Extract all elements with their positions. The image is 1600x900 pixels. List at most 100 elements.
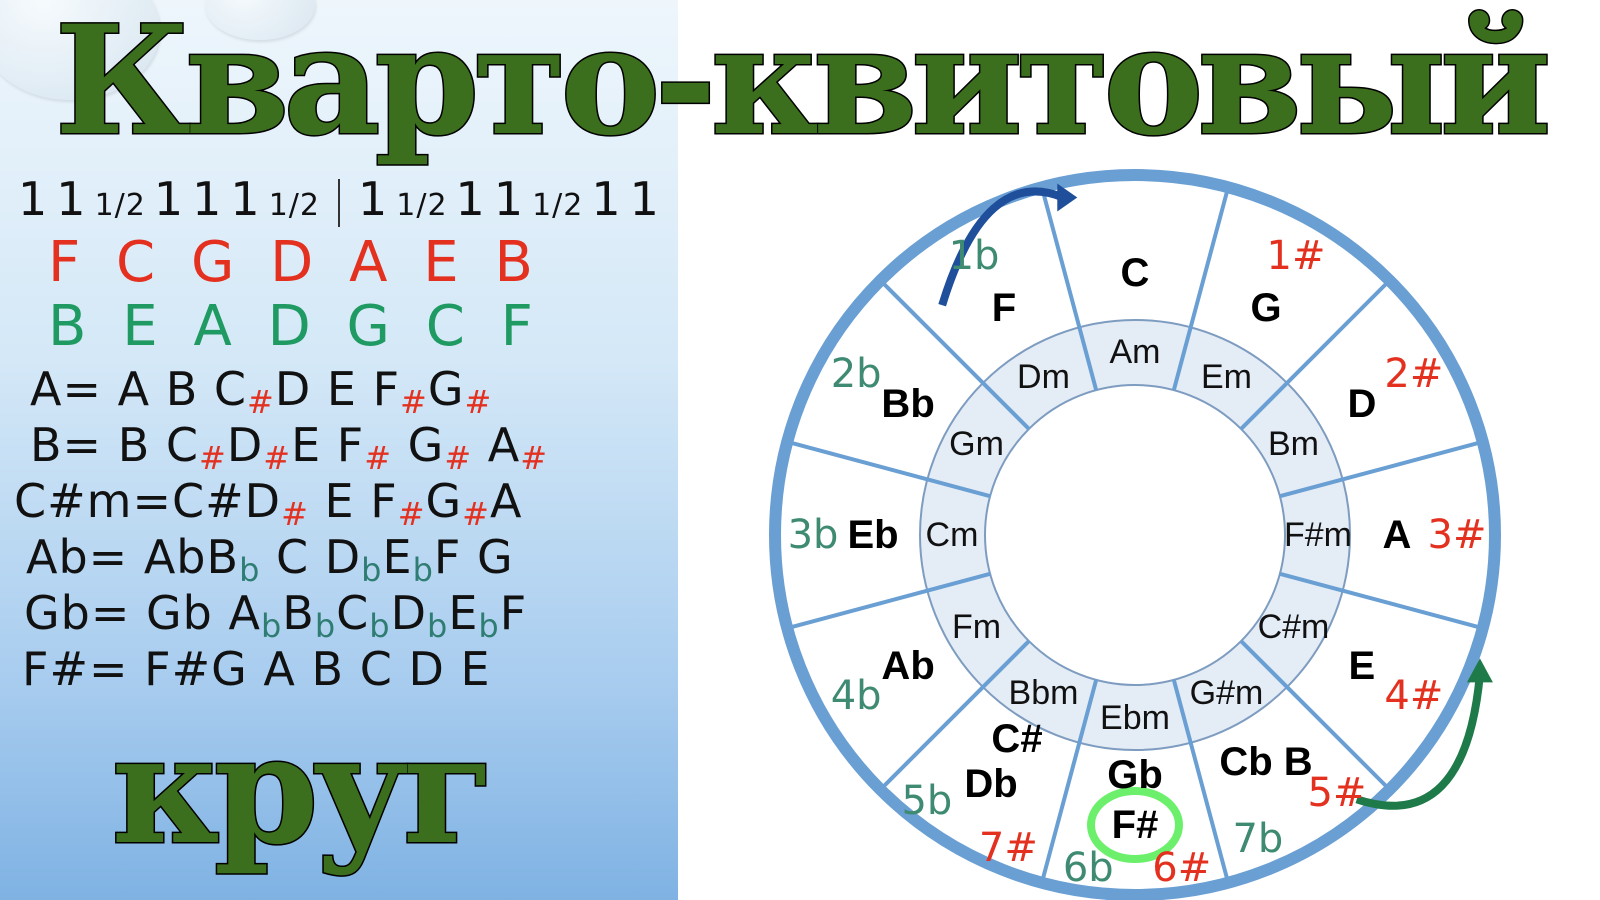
scale-text: F (499, 586, 528, 640)
major-key-label: F# (1111, 803, 1159, 847)
scale-text: A (472, 418, 521, 472)
major-key-label: A (1382, 513, 1412, 557)
scale-text: Ab= AbB (26, 530, 240, 584)
minor-key-label: Bm (1267, 424, 1319, 463)
minor-key-label: Dm (1017, 357, 1070, 396)
interval: 1 (230, 172, 261, 226)
segment-divider (1279, 440, 1480, 499)
interval: 1 (56, 172, 87, 226)
major-key-label: F (991, 286, 1017, 331)
scale-text: D E F (274, 362, 401, 416)
flat-count-label: 4b (830, 673, 882, 719)
major-key-label: Gb (1107, 753, 1163, 797)
title-line1: Кварто-квитовый (53, 0, 1553, 169)
note: F (48, 230, 82, 295)
major-key-label: C# (991, 717, 1043, 762)
scale-text: B= B C (30, 418, 200, 472)
segment-divider (1279, 571, 1480, 630)
minor-key-label: Gm (949, 424, 1004, 463)
interval: 1 (591, 172, 622, 226)
segment-divider (1171, 679, 1230, 880)
major-key-label: E (1348, 644, 1376, 688)
scale-text: G (427, 362, 465, 416)
interval: 1 (153, 172, 185, 226)
scale-line: Ab= AbBb C DbEbF G (26, 530, 514, 597)
scale-text: E (382, 530, 413, 584)
scale-text: A (30, 362, 63, 416)
note: F (500, 294, 534, 359)
segment-divider (1040, 679, 1099, 880)
scale-text: E F (291, 418, 365, 472)
scale-text: # (400, 383, 428, 421)
minor-key-label: Em (1201, 357, 1252, 396)
interval: 1 (357, 172, 389, 226)
note: D (270, 230, 315, 295)
major-key-label: Cb B (1219, 739, 1313, 784)
sharp-count-label: 1# (1266, 233, 1326, 280)
note: E (122, 294, 159, 359)
scale-text: E F (308, 474, 398, 528)
sharp-order: F C G D A E B (48, 232, 534, 294)
scale-text: # (520, 439, 549, 477)
scale-text: b (369, 607, 391, 645)
sharp-count-label: 5# (1307, 770, 1367, 817)
scale-text: D (390, 586, 427, 640)
fraction: 1/2 (268, 188, 320, 223)
scale-line: Gb= Gb AbBbCbDbEbF (24, 586, 527, 653)
curved-arrow-icon (938, 187, 1065, 307)
segment-divider (790, 440, 991, 499)
scale-text: b (260, 607, 283, 645)
sharp-count-label: 4# (1384, 673, 1444, 719)
scale-text: # (199, 439, 227, 477)
note: E (423, 230, 460, 295)
minor-key-label: Cm (925, 516, 979, 554)
major-key-label: C (1120, 251, 1150, 295)
note: C (116, 230, 157, 295)
flat-count-label: 5b (901, 778, 953, 825)
scale-text: C D (260, 530, 362, 584)
scale-line: F#= F#G A B C D E (22, 642, 491, 696)
segment-divider (1239, 281, 1389, 431)
segment-divider (1239, 639, 1389, 789)
scale-text: b (239, 551, 261, 589)
scale-text: # (462, 495, 490, 533)
note: D (267, 294, 312, 359)
minor-key-label: Ebm (1100, 699, 1170, 737)
segment-divider (790, 571, 991, 630)
minor-key-label: Bbm (1008, 674, 1079, 713)
divider (337, 178, 340, 227)
flat-count-label: 1b (948, 233, 1000, 280)
arrowhead-icon (1466, 658, 1493, 683)
scale-text: B (282, 586, 315, 640)
fraction: 1/2 (532, 188, 584, 223)
note: B (494, 230, 534, 295)
scale-text: C#m=C#D (14, 474, 282, 528)
scale-text: G (392, 418, 445, 472)
scale-line: B= B C#D#E F# G# A# (30, 418, 548, 485)
scale-text: E (448, 586, 479, 640)
major-key-label: Eb (847, 513, 899, 557)
major-key-label: Db (964, 762, 1018, 807)
scale-text: # (464, 383, 493, 421)
segment-divider (881, 639, 1031, 789)
segment-divider (1040, 190, 1099, 391)
sharp-count-label: 3# (1427, 512, 1487, 558)
interval: 1 (629, 172, 660, 226)
scale-text: b (412, 551, 434, 589)
scale-text: # (364, 439, 393, 477)
sharp-count-label: 7# (978, 825, 1038, 872)
scale-text: F G (433, 530, 514, 584)
scale-line: C#m=C#D# E F#G#A (14, 474, 522, 541)
note: C (425, 294, 466, 359)
scale-text: # (397, 495, 426, 533)
minor-key-label: G#m (1189, 674, 1264, 713)
note: A (193, 294, 233, 359)
scale-text: b (427, 607, 449, 645)
scale-text: C (336, 586, 370, 640)
segment-divider (881, 281, 1031, 431)
scale-text: G (425, 474, 463, 528)
scale-text: # (281, 495, 309, 533)
flat-order: B E A D G C F (48, 296, 534, 358)
